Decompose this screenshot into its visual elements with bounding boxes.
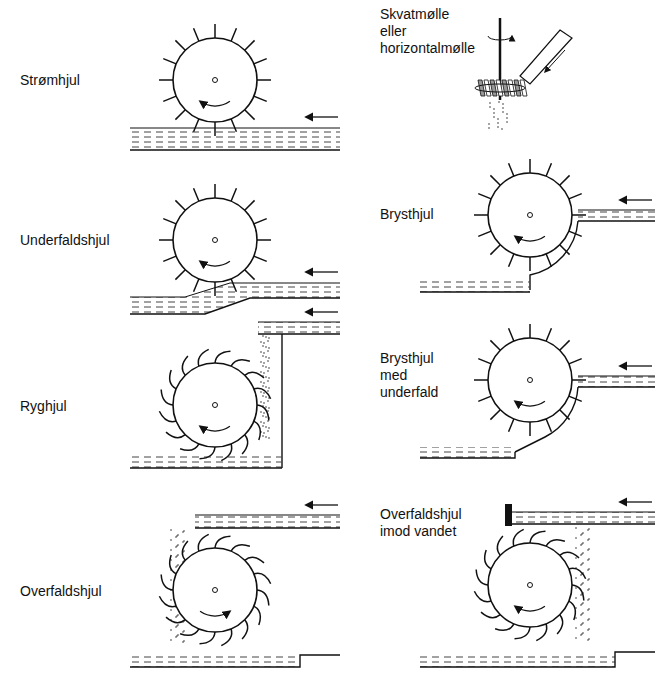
wheel-type-label: Ryghjul (20, 398, 67, 415)
water-body (420, 655, 615, 667)
water-body (258, 322, 340, 334)
horizontal-mill (475, 18, 572, 100)
channel-line (512, 512, 655, 513)
water-body (130, 655, 300, 667)
channel-line (258, 322, 340, 323)
channel-line (578, 386, 655, 387)
water-body (578, 376, 655, 387)
flow-arrow (620, 365, 652, 366)
wheel-type-label: Underfaldshjul (20, 232, 110, 249)
wheel-type-label: Overfaldshjul imod vandet (380, 506, 462, 540)
wheel-type-label: Skvatmølle eller horizontalmølle (380, 6, 475, 57)
channel-line (258, 333, 340, 334)
water-body (578, 210, 655, 221)
channel-line (281, 334, 282, 468)
channel-line (578, 376, 655, 377)
wheel-type-label: Overfaldshjul (20, 583, 102, 600)
channel-line (130, 149, 340, 150)
water-body (420, 280, 530, 292)
water-body (130, 128, 340, 150)
water-wheel (474, 159, 586, 271)
water-wheel (159, 24, 271, 136)
channel-line (578, 210, 655, 211)
wheel-type-label: Brysthjul (380, 206, 434, 223)
channel-line (195, 515, 340, 516)
channel-line (512, 523, 655, 524)
water-wheel (159, 184, 271, 296)
channel-line (420, 291, 530, 292)
water-wheel (159, 534, 270, 645)
flow-arrow (620, 199, 652, 200)
wheel-type-label: Brysthjul med underfald (380, 350, 438, 401)
channel-line (130, 467, 282, 468)
channel-line (130, 298, 340, 314)
water-wheel (159, 349, 270, 460)
flow-arrow (306, 116, 338, 117)
water-wheel (474, 529, 585, 640)
flow-arrow (306, 271, 338, 272)
channel-line (420, 652, 655, 667)
flow-arrow (306, 311, 338, 312)
flow-arrow (620, 501, 652, 502)
water-body (195, 515, 340, 528)
channel-line (578, 220, 655, 221)
water-wheel (474, 324, 586, 436)
channel-line (130, 655, 340, 667)
channel-line (420, 452, 515, 458)
water-body (420, 447, 515, 458)
flow-arrow (306, 504, 338, 505)
channel-line (195, 527, 340, 528)
wheel-type-label: Strømhjul (20, 72, 80, 89)
water-body (512, 512, 655, 524)
